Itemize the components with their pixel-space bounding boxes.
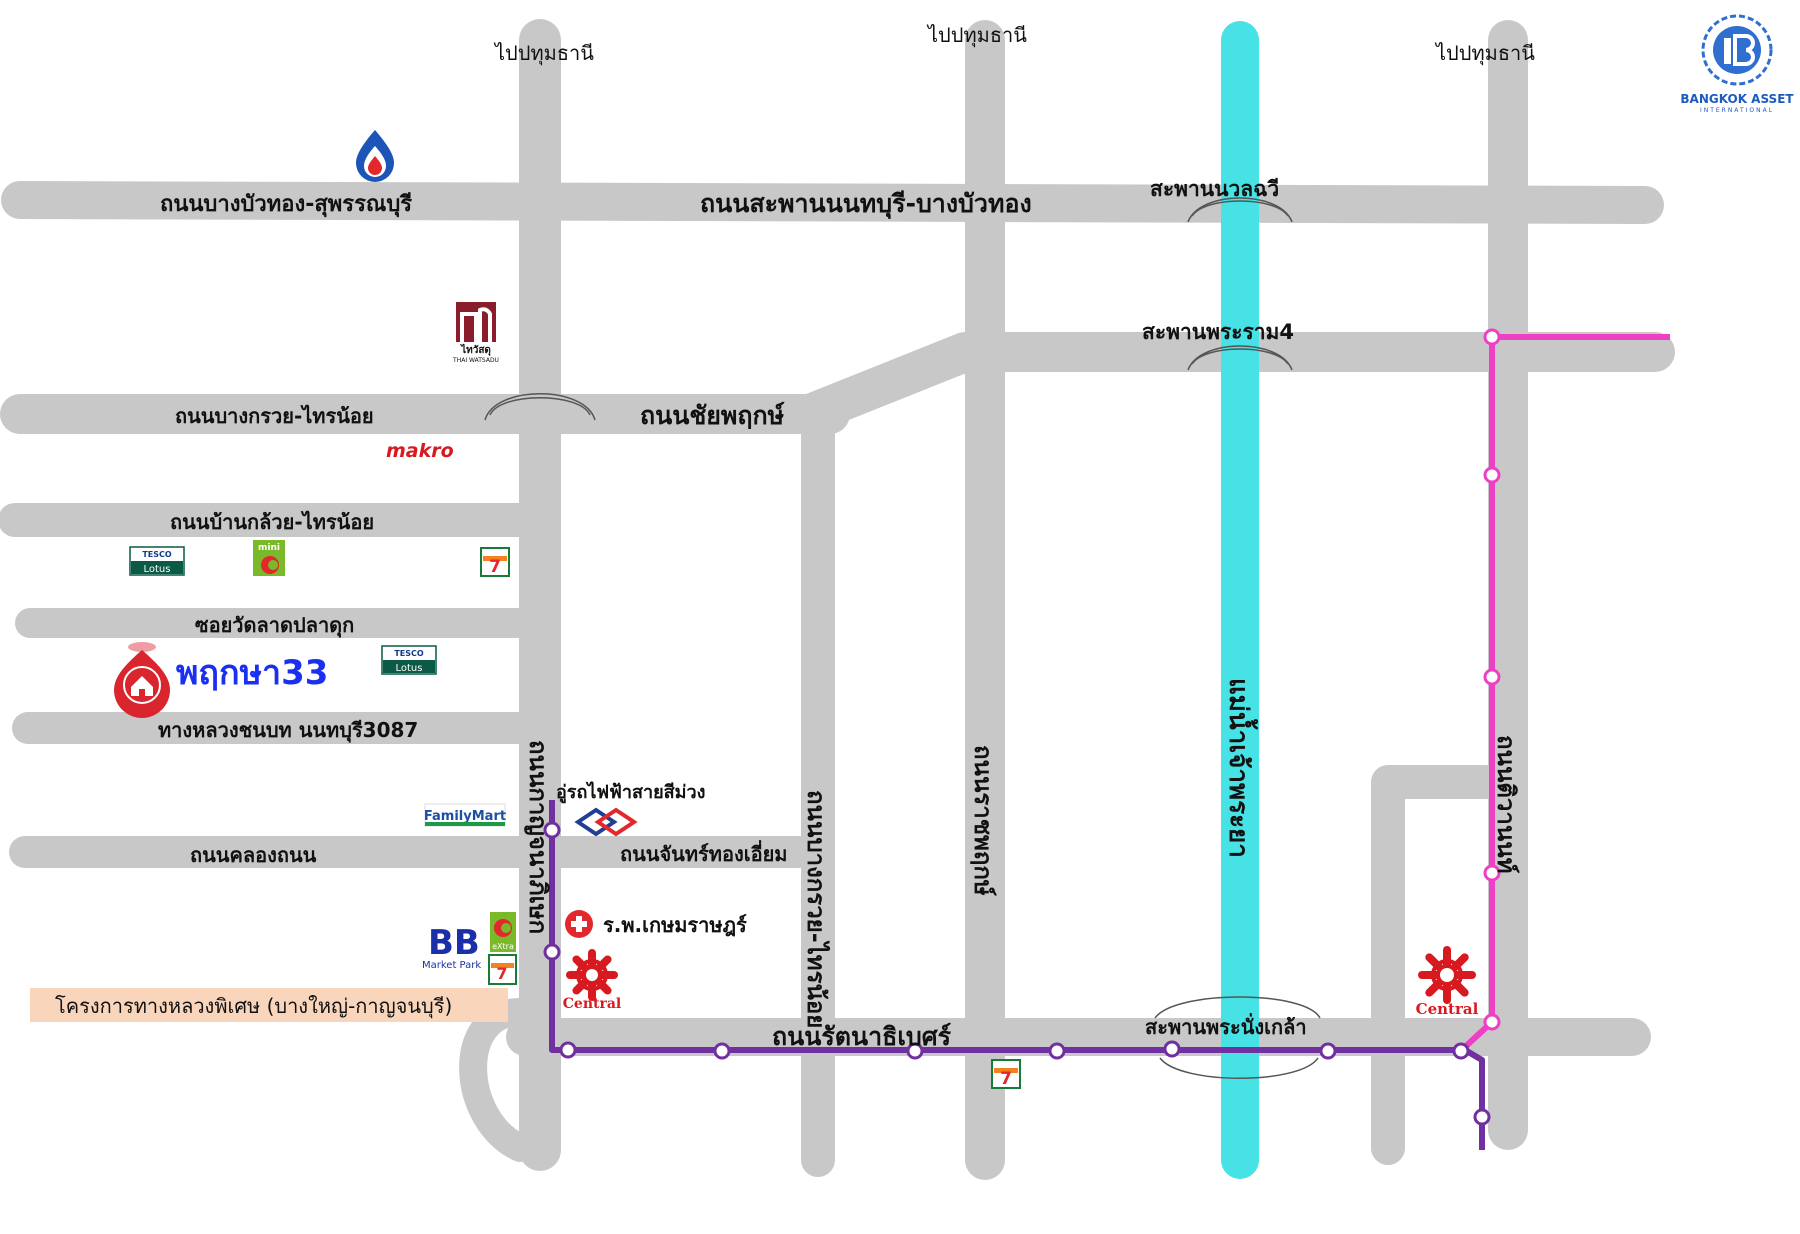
label-chaiyaphruek: ถนนชัยพฤกษ์ xyxy=(640,401,785,430)
thaiwatsadu-logo: ไทวัสดุ THAI WATSADU xyxy=(452,302,499,364)
label-to-pathum-3: ไปปทุมธานี xyxy=(1434,41,1535,66)
seven-eleven-logo: 7 xyxy=(991,1059,1021,1089)
label-bangkruai-sainoi: ถนนบางกรวย-ไทรน้อย xyxy=(175,404,374,428)
label-khlong-thanon: ถนนคลองถนน xyxy=(190,843,317,867)
label-kanchanaphisek: ถนนกาญจนาภิเษก xyxy=(524,740,552,934)
svg-text:TESCO: TESCO xyxy=(142,550,172,559)
svg-text:ไทวัสดุ: ไทวัสดุ xyxy=(460,343,491,356)
station-marker xyxy=(1163,1040,1181,1058)
label-chao-phraya: แม่น้ำเจ้าพระยา xyxy=(1223,678,1259,858)
station-marker xyxy=(1473,1108,1491,1126)
svg-text:TESCO: TESCO xyxy=(394,649,424,658)
bb-market-park-logo: BB Market Park xyxy=(422,923,481,971)
svg-text:eXtra: eXtra xyxy=(492,942,514,951)
label-bankluai-sainoi: ถนนบ้านกล้วย-ไทรน้อย xyxy=(170,510,374,534)
label-hospital: ร.พ.เกษมราษฎร์ xyxy=(603,913,747,937)
label-to-pathum-1: ไปปทุมธานี xyxy=(493,41,594,66)
road-bangbuathong-saphan xyxy=(1,181,1664,224)
station-marker xyxy=(1452,1042,1470,1060)
makro-logo: makro xyxy=(386,440,454,462)
label-ratchaphruek: ถนนราชพฤกษ์ xyxy=(969,745,997,896)
label-phra-nang-klao-bridge: สะพานพระนั่งเกล้า xyxy=(1145,1012,1307,1039)
label-nuanchawee-bridge: สะพานนวลฉวี xyxy=(1150,177,1279,201)
svg-text:7: 7 xyxy=(1000,1069,1012,1089)
road-labels: ถนนบางบัวทอง-สุพรรณบุรี ถนนสะพานนนทบุรี-… xyxy=(158,177,1520,1051)
label-chan-thong-iam: ถนนจันทร์ทองเอี่ยม xyxy=(620,839,787,866)
station-marker xyxy=(1048,1042,1066,1060)
station-marker xyxy=(543,943,561,961)
purple-line-stations xyxy=(543,821,1491,1126)
label-to-pathum-2: ไปปทุมธานี xyxy=(926,23,1027,48)
tesco-lotus-logo: TESCO Lotus xyxy=(381,645,437,675)
tesco-lotus-logo: TESCO Lotus xyxy=(129,546,185,576)
label-rama4-bridge: สะพานพระราม4 xyxy=(1142,320,1294,344)
station-marker xyxy=(1483,668,1501,686)
station-marker xyxy=(713,1042,731,1060)
svg-text:Central: Central xyxy=(1416,1000,1479,1018)
svg-text:Market Park: Market Park xyxy=(422,960,481,971)
label-soi-wat-lad-pla-duk: ซอยวัดลาดปลาดุก xyxy=(195,613,354,638)
mrt-logo-icon xyxy=(574,807,638,837)
station-marker xyxy=(543,821,561,839)
svg-text:INTERNATIONAL: INTERNATIONAL xyxy=(1700,107,1774,114)
svg-text:Central: Central xyxy=(563,996,621,1012)
svg-text:THAI WATSADU: THAI WATSADU xyxy=(452,357,499,364)
label-saphan-nonthaburi: ถนนสะพานนนทบุรี-บางบัวทอง xyxy=(700,189,1032,220)
station-marker xyxy=(1483,864,1501,882)
seven-eleven-logo: 7 xyxy=(480,547,510,577)
bridge-arcs xyxy=(484,197,1321,1079)
central-logo: Central xyxy=(563,949,621,1012)
pink-line-stations xyxy=(1483,328,1501,1031)
svg-text:7: 7 xyxy=(489,557,501,577)
station-marker xyxy=(1483,466,1501,484)
svg-text:Lotus: Lotus xyxy=(396,663,423,674)
label-bangkruai-sainoi-v: ถนนบางกรวย-ไทรน้อย xyxy=(802,790,831,1028)
svg-text:FamilyMart: FamilyMart xyxy=(424,809,506,824)
station-marker xyxy=(1319,1042,1337,1060)
project-location-marker xyxy=(114,642,170,718)
station-marker xyxy=(559,1041,577,1059)
motorway-project-bar xyxy=(30,988,508,1022)
station-marker xyxy=(1483,328,1501,346)
station-marker xyxy=(906,1042,924,1060)
label-purple-depot: อู่รถไฟฟ้าสายสีม่วง xyxy=(556,781,705,804)
svg-text:7: 7 xyxy=(496,964,507,983)
label-tiwanon: ถนนติวานนท์ xyxy=(1492,735,1520,874)
hospital-icon xyxy=(565,910,593,938)
station-marker xyxy=(1483,1013,1501,1031)
road-network xyxy=(0,19,1675,1180)
bangkok-asset-logo: BANGKOK ASSET INTERNATIONAL xyxy=(1680,14,1794,114)
svg-text:Lotus: Lotus xyxy=(144,564,171,575)
road-side-loop xyxy=(1371,765,1503,1165)
svg-text:BANGKOK ASSET: BANGKOK ASSET xyxy=(1680,92,1794,106)
central-logo: Central xyxy=(1416,946,1479,1018)
project-name: พฤกษา33 xyxy=(176,653,328,693)
big-c-extra-logo: eXtra xyxy=(490,912,516,952)
label-bangbuathong-suphan: ถนนบางบัวทอง-สุพรรณบุรี xyxy=(160,192,412,218)
svg-text:mini: mini xyxy=(258,543,280,553)
ptt-gas-station-icon xyxy=(356,130,394,182)
mini-big-c-logo: mini xyxy=(253,540,285,576)
label-rattanathibet: ถนนรัตนาธิเบศร์ xyxy=(772,1022,952,1051)
familymart-logo: FamilyMart xyxy=(424,803,506,827)
motorway-label: โครงการทางหลวงพิเศษ (บางใหญ่-กาญจนบุรี) xyxy=(55,994,452,1019)
seven-eleven-logo: 7 xyxy=(488,954,517,985)
label-rural-road: ทางหลวงชนบท นนทบุรี3087 xyxy=(158,718,418,743)
svg-text:BB: BB xyxy=(428,923,480,963)
